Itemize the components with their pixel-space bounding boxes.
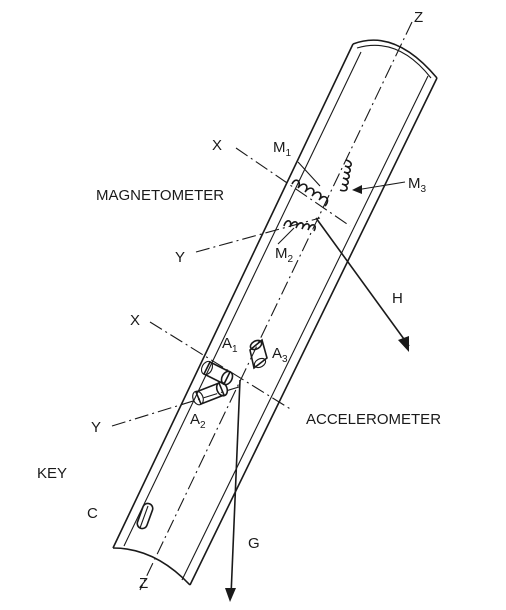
tube-top-rim (356, 44, 432, 79)
tube-bottom-edge (112, 547, 191, 586)
tube-left-inner (123, 51, 362, 547)
tube-right-inner (181, 75, 429, 581)
label-m1: M1 (273, 139, 292, 159)
label-y-magnetometer: Y (175, 249, 185, 266)
label-x-magnetometer: X (212, 137, 222, 154)
label-h: H (392, 290, 403, 307)
label-g: G (248, 535, 260, 552)
label-a1: A1 (222, 335, 238, 355)
m3-leader-arrowhead (352, 185, 362, 194)
label-y-accelerometer: Y (91, 419, 101, 436)
m2-leader (277, 227, 295, 245)
tube-left-wall (112, 43, 354, 549)
label-a2: A2 (190, 411, 206, 431)
label-z-bottom: Z (139, 575, 148, 592)
label-key: KEY (37, 465, 67, 482)
tube-right-wall (189, 77, 438, 586)
g-vector-arrowhead (225, 588, 236, 602)
magnetometer-x-axis (235, 147, 351, 227)
m1-leader (297, 161, 321, 187)
label-z-top: Z (414, 9, 423, 26)
m3-leader (355, 181, 406, 191)
accelerometer-x-axis (149, 321, 293, 411)
label-m3: M3 (408, 175, 427, 195)
label-magnetometer: MAGNETOMETER (96, 187, 224, 204)
tube-top-opening (352, 39, 438, 79)
coil-m3 (339, 159, 352, 192)
coil-m1 (291, 179, 329, 207)
accelerometer-a3 (249, 338, 268, 370)
label-m2: M2 (275, 245, 294, 265)
coil-m2 (283, 220, 316, 232)
accelerometer-a2 (192, 381, 229, 406)
z-axis-line (139, 21, 413, 591)
label-a3: A3 (272, 345, 288, 365)
g-vector-line (230, 379, 241, 597)
h-vector-line (315, 217, 410, 347)
label-accelerometer: ACCELEROMETER (306, 411, 441, 428)
label-x-accelerometer: X (130, 312, 140, 329)
key-slot (136, 502, 154, 530)
label-c: C (87, 505, 98, 522)
h-vector-arrowhead (398, 336, 409, 352)
